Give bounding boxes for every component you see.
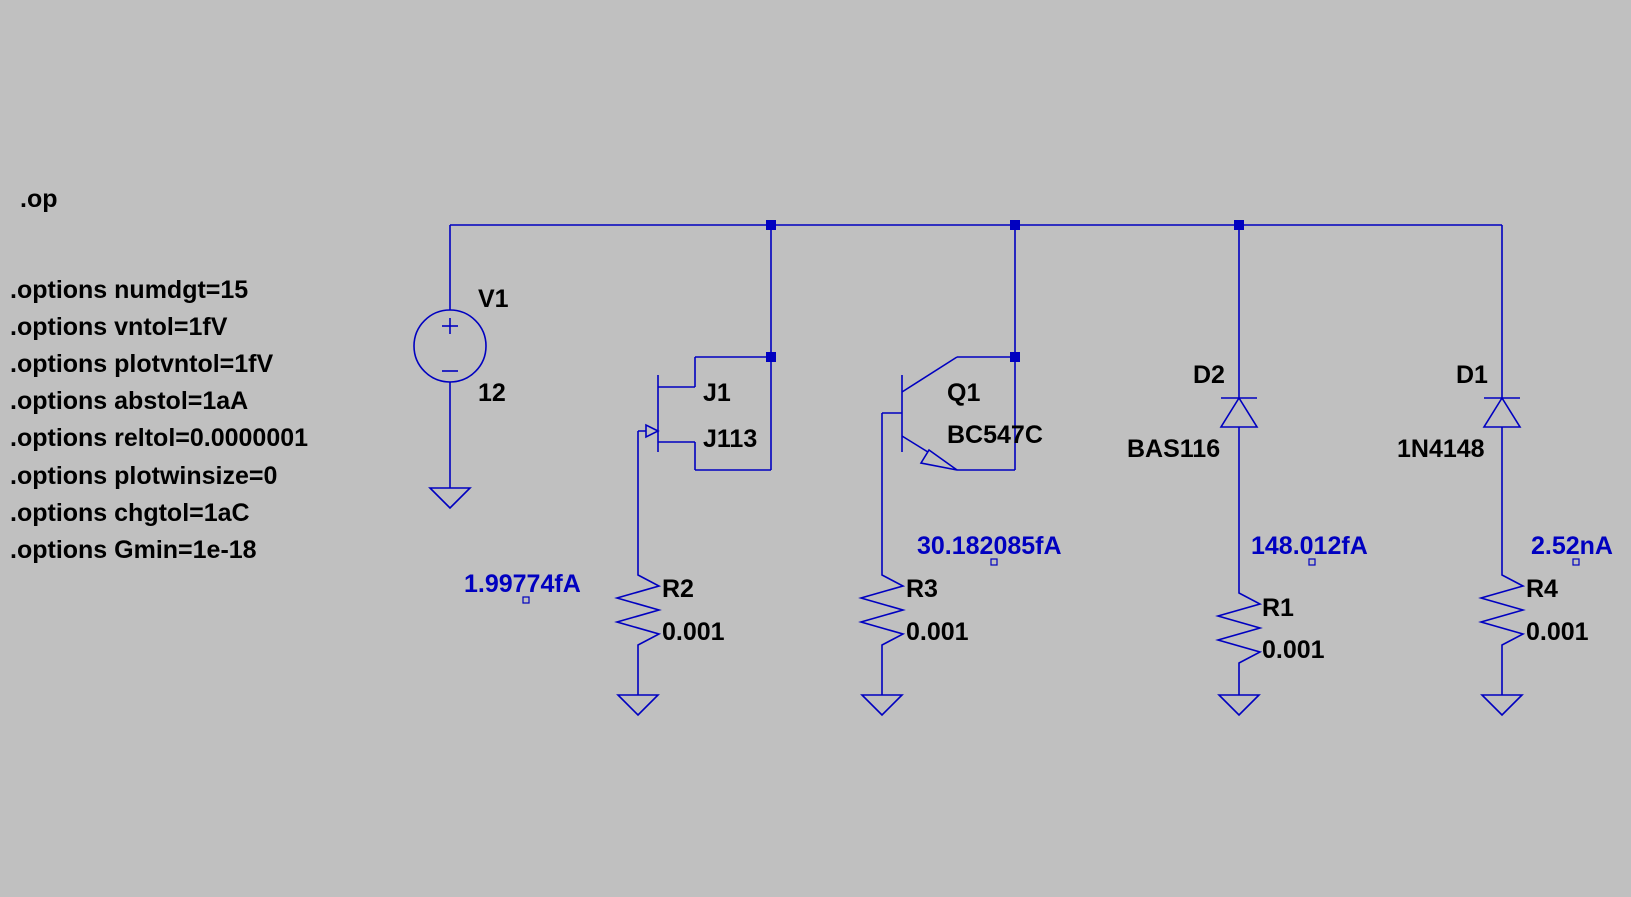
r2-resistor-symbol	[614, 570, 662, 695]
probe-marker	[990, 558, 998, 566]
ground-symbol	[428, 487, 472, 510]
d2-current-readout[interactable]: 148.012fA	[1251, 532, 1368, 560]
d2-diode-triangle	[1219, 396, 1259, 428]
options-directive[interactable]: .options vntol=1fV	[10, 313, 228, 341]
r4-value-label[interactable]: 0.001	[1526, 618, 1589, 646]
ground-symbol	[616, 694, 660, 717]
ground-symbol	[1480, 694, 1524, 717]
j1-value-label[interactable]: J113	[703, 425, 758, 453]
r2-name-label[interactable]: R2	[662, 575, 694, 603]
j1-name-label[interactable]: J1	[703, 379, 731, 407]
d1-current-readout[interactable]: 2.52nA	[1531, 532, 1613, 560]
options-directive[interactable]: .options plotwinsize=0	[10, 462, 278, 490]
op-directive[interactable]: .op	[20, 185, 58, 213]
r1-name-label[interactable]: R1	[1262, 594, 1294, 622]
options-directive[interactable]: .options Gmin=1e-18	[10, 536, 257, 564]
r2-value-label[interactable]: 0.001	[662, 618, 725, 646]
options-directive[interactable]: .options plotvntol=1fV	[10, 350, 274, 378]
q1-emitter-arrow	[919, 448, 958, 471]
d1-diode-triangle	[1482, 396, 1522, 428]
j1-current-readout[interactable]: 1.99774fA	[464, 570, 581, 598]
d1-name-label[interactable]: D1	[1456, 361, 1488, 389]
probe-marker	[1308, 558, 1316, 566]
r4-resistor-symbol	[1478, 570, 1526, 695]
r3-value-label[interactable]: 0.001	[906, 618, 969, 646]
options-directive[interactable]: .options chgtol=1aC	[10, 499, 250, 527]
q1-name-label[interactable]: Q1	[947, 379, 981, 407]
r1-value-label[interactable]: 0.001	[1262, 636, 1325, 664]
q1-current-readout[interactable]: 30.182085fA	[917, 532, 1062, 560]
j1-gate-arrow	[645, 423, 660, 439]
options-directive[interactable]: .options abstol=1aA	[10, 387, 249, 415]
probe-marker	[1572, 558, 1580, 566]
r3-name-label[interactable]: R3	[906, 575, 938, 603]
q1-value-label[interactable]: BC547C	[947, 421, 1043, 449]
q1-collector-lead	[901, 356, 958, 393]
probe-marker	[522, 596, 530, 604]
ground-symbol	[860, 694, 904, 717]
r1-resistor-symbol	[1215, 588, 1263, 695]
r4-name-label[interactable]: R4	[1526, 575, 1558, 603]
d1-value-label[interactable]: 1N4148	[1397, 435, 1485, 463]
v1-value-label[interactable]: 12	[478, 379, 506, 407]
d2-value-label[interactable]: BAS116	[1127, 435, 1221, 463]
d2-name-label[interactable]: D2	[1193, 361, 1225, 389]
options-directive[interactable]: .options numdgt=15	[10, 276, 249, 304]
v1-name-label[interactable]: V1	[478, 285, 509, 313]
ground-symbol	[1217, 694, 1261, 717]
options-directive[interactable]: .options reltol=0.0000001	[10, 424, 309, 452]
r3-resistor-symbol	[858, 570, 906, 695]
